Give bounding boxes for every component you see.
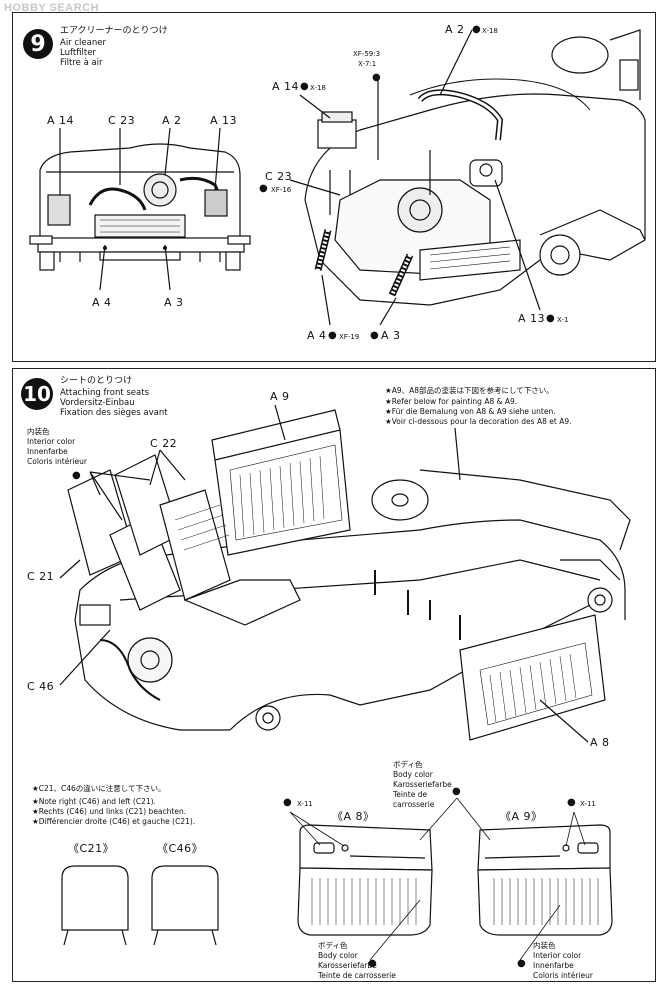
label-a8: A 8 [590,736,610,749]
paint-drop-icon: ● [372,72,381,83]
body-color-top-jp: ボディ色 [393,760,423,769]
rear-label-c23: C 23 [108,114,136,127]
label-a9: A 9 [270,390,290,403]
interior-bottom-de: Innenfarbe [533,961,574,970]
paint-drop-icon: ● [567,797,576,808]
interior-bottom-en: Interior color [533,951,582,960]
label-c46: C 46 [27,680,55,693]
paint-drop-icon: ● [368,958,377,969]
seat-note-jp: ★C21、C46の違いに注意して下さい。 [32,784,166,793]
body-color-top-fr1: Teinte de [393,790,428,799]
paint-drop-icon: ● [452,786,461,797]
paint-note-en: ★Refer below for painting A8 & A9. [385,397,518,406]
paint-drop-icon: ● [517,958,526,969]
step9-title-jp: エアクリーナーのとりつけ [60,26,168,36]
callout-a3: A 3 [381,329,401,342]
callout-a13: A 13 [518,312,546,325]
seat-note-fr: ★Différencier droite (C46) et gauche (C2… [32,817,196,826]
paint-drop-icon: ● [328,330,337,341]
interior-bottom-fr: Coloris intérieur [533,971,593,980]
door-a8-label: 《A 8》 [332,810,375,823]
body-color-top-de: Karosseriefarbe [393,780,452,789]
step10-title-fr: Fixation des sièges avant [60,408,168,418]
callout-x7: X-7:1 [358,60,377,68]
label-c22: C 22 [150,437,178,450]
step10-number: 10 [21,378,53,410]
seat-c46-label: 《C46》 [157,842,204,855]
step9-title-en: Air cleaner [60,38,106,48]
door-a9-label: 《A 9》 [500,810,543,823]
callout-a2: A 2 [445,23,465,36]
body-color-top-en: Body color [393,770,433,779]
rear-label-a14: A 14 [47,114,75,127]
step9-title-de: Luftfilter [60,48,96,58]
callout-c23: C 23 [265,170,293,183]
label-c21: C 21 [27,570,55,583]
rear-label-a4: A 4 [92,296,112,309]
paint-drop-icon: ● [283,797,292,808]
step10-title-en: Attaching front seats [60,388,149,398]
interior-bottom-jp: 内装色 [533,941,556,950]
body-color-bottom-fr: Teinte de carrosserie [318,971,396,980]
paint-drop-icon: ● [72,470,81,481]
callout-a14: A 14 [272,80,300,93]
seat-note-en: ★Note right (C46) and left (C21). [32,797,156,806]
interior-color-jp: 内装色 [27,427,50,436]
paint-note-de: ★Für die Bemalung von A8 & A9 siehe unte… [385,407,556,416]
rear-label-a13: A 13 [210,114,238,127]
seat-c21-label: 《C21》 [68,842,115,855]
callout-xf19: XF-19 [339,333,360,341]
callout-x18-top: X-18 [482,27,498,35]
step9-title-fr: Filtre à air [60,58,103,68]
callout-xf16: XF-16 [271,186,292,194]
paint-drop-icon: ● [546,313,555,324]
paint-drop-icon: ● [370,330,379,341]
paint-note-jp: ★A9、A8部品の塗装は下図を参考にして下さい。 [385,386,554,395]
seat-note-de: ★Rechts (C46) und links (C21) beachten. [32,807,187,816]
interior-color-fr: Coloris intérieur [27,457,87,466]
paint-note-fr: ★Voir ci-dessous pour la decoration des … [385,417,572,426]
step10-title-jp: シートのとりつけ [60,376,133,386]
interior-color-de: Innenfarbe [27,447,68,456]
body-color-bottom-de: Karosseriefarbe [318,961,377,970]
step9-number: 9 [23,29,53,59]
body-color-top-fr2: carrosserie [393,800,435,809]
interior-color-en: Interior color [27,437,76,446]
callout-xf59: XF-59:3 [353,50,381,58]
callout-x1: X-1 [557,316,569,324]
body-color-bottom-jp: ボディ色 [318,941,348,950]
callout-a4: A 4 [307,329,327,342]
body-color-bottom-en: Body color [318,951,358,960]
paint-drop-icon: ● [300,81,309,92]
rear-label-a2: A 2 [162,114,182,127]
paint-drop-icon: ● [259,183,268,194]
callout-x18: X-18 [310,84,326,92]
rear-label-a3: A 3 [164,296,184,309]
paint-drop-icon: ● [472,24,481,35]
x11-left-label: X-11 [297,800,313,808]
watermark-logo: HOBBY SEARCH [4,2,100,14]
x11-right-label: X-11 [580,800,596,808]
step10-title-de: Vordersitz-Einbau [60,398,135,408]
